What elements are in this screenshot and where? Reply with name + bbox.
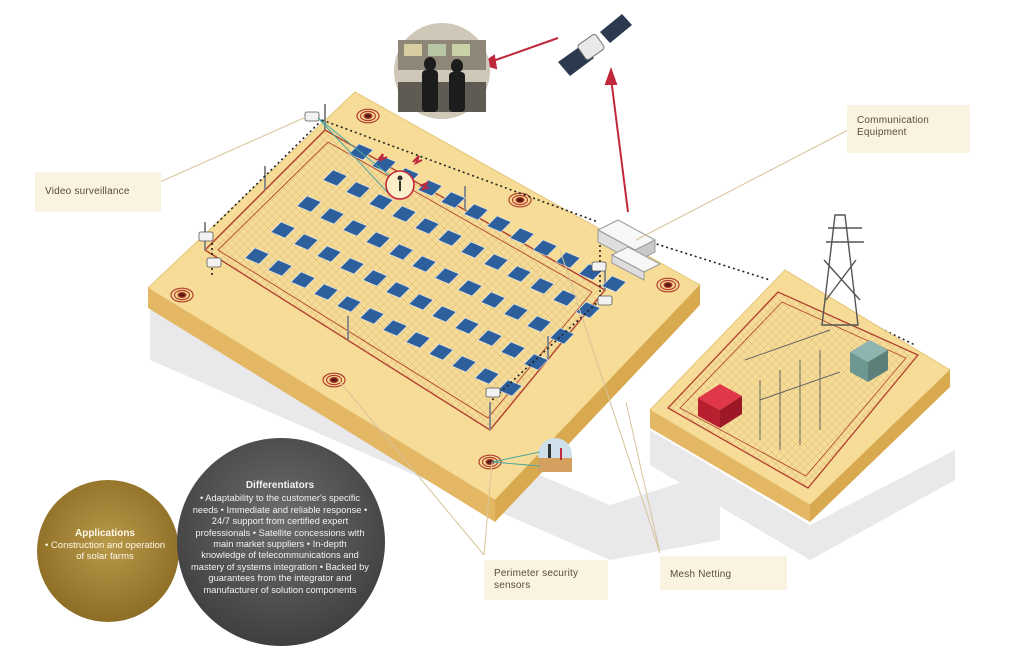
perimeter-sensor-icon — [656, 277, 680, 293]
solar-panel — [454, 317, 480, 335]
solar-panel-array — [244, 143, 627, 397]
camera-icon — [304, 111, 320, 122]
solar-panel — [270, 221, 296, 239]
solar-panel — [362, 269, 388, 287]
solar-panel — [463, 203, 489, 221]
solar-panel — [359, 307, 385, 325]
solar-panel — [500, 341, 526, 359]
sensor-link-lines — [491, 451, 541, 467]
substation-equipment — [698, 214, 888, 450]
solar-panel — [526, 315, 552, 333]
solar-panel — [244, 247, 270, 265]
solar-panel — [549, 327, 575, 345]
solar-panel — [523, 353, 549, 371]
solar-panel — [428, 343, 454, 361]
differentiators-body: • Adaptability to the customer's specifi… — [191, 493, 369, 595]
perimeter-sensor-group — [170, 108, 680, 470]
solar-panel — [319, 207, 345, 225]
solar-panel — [497, 379, 523, 397]
camera-icon — [485, 387, 501, 398]
control-room-image — [394, 23, 490, 119]
differentiators-circle — [177, 438, 385, 646]
callout-label: Perimeter security sensors — [494, 568, 579, 591]
satellite-icon — [558, 14, 632, 76]
callout-label: Video surveillance — [45, 186, 130, 197]
solar-panel — [509, 227, 535, 245]
solar-panel — [552, 289, 578, 307]
solar-panel — [601, 275, 627, 293]
solar-panel — [408, 293, 434, 311]
solar-panel — [290, 271, 316, 289]
solar-panel — [440, 191, 466, 209]
solar-panel — [529, 277, 555, 295]
solar-panel — [460, 241, 486, 259]
solar-panel — [405, 331, 431, 349]
solar-panel — [345, 181, 371, 199]
solar-panel — [391, 205, 417, 223]
solar-panel — [503, 303, 529, 321]
perimeter-sensor-icon — [322, 372, 346, 388]
differentiators-block: Differentiators • Adaptability to the cu… — [190, 480, 370, 596]
perimeter-sensor-icon — [356, 108, 380, 124]
callout-video-surveillance: Video surveillance — [35, 172, 161, 212]
solar-panel — [457, 279, 483, 297]
camera-view-lines — [317, 117, 396, 196]
applications-body: • Construction and operation of solar fa… — [44, 540, 166, 562]
solar-panel — [477, 329, 503, 347]
solar-panel — [267, 259, 293, 277]
solar-panel — [474, 367, 500, 385]
solar-panel — [342, 219, 368, 237]
solar-panel — [368, 193, 394, 211]
callout-perimeter-security-sensors: Perimeter security sensors — [484, 560, 608, 600]
camera-group — [198, 111, 613, 398]
callout-communication-equipment: Communication Equipment — [847, 105, 970, 153]
solar-panel — [382, 319, 408, 337]
solar-panel — [486, 215, 512, 233]
callout-label: Communication Equipment — [857, 115, 930, 138]
camera-icon — [198, 231, 214, 242]
differentiators-title: Differentiators — [245, 480, 315, 491]
camera-icon — [206, 257, 222, 268]
solar-panel — [316, 245, 342, 263]
solar-panel — [483, 253, 509, 271]
callout-mesh-netting: Mesh Netting — [660, 556, 787, 590]
solar-panel — [414, 217, 440, 235]
solar-panel — [437, 229, 463, 247]
intruder-alert-marker — [377, 153, 430, 200]
substation-platform-shadow — [650, 430, 955, 560]
solar-panel — [339, 257, 365, 275]
applications-circle — [37, 480, 179, 622]
solar-panel — [313, 283, 339, 301]
camera-icon — [591, 261, 607, 272]
solar-panel — [388, 243, 414, 261]
solar-panel — [411, 255, 437, 273]
solar-panel — [296, 195, 322, 213]
camera-icon — [597, 295, 613, 306]
solar-panel — [480, 291, 506, 309]
solar-panel — [336, 295, 362, 313]
callout-label: Mesh Netting — [670, 569, 732, 580]
solar-panel — [451, 355, 477, 373]
perimeter-sensor-image — [538, 438, 572, 472]
applications-block: Applications • Construction and operatio… — [40, 528, 170, 562]
perimeter-sensor-icon — [508, 192, 532, 208]
solar-panel — [434, 267, 460, 285]
solar-panel — [322, 169, 348, 187]
detection-zone-lines — [211, 119, 916, 401]
solar-panel — [506, 265, 532, 283]
solar-panel — [293, 233, 319, 251]
applications-title: Applications — [74, 528, 135, 539]
solar-panel — [431, 305, 457, 323]
solar-panel — [365, 231, 391, 249]
perimeter-sensor-icon — [170, 287, 194, 303]
solar-panel — [575, 301, 601, 319]
callout-leader-lines — [159, 116, 849, 556]
solar-panel — [385, 281, 411, 299]
communication-equipment-unit — [596, 219, 662, 281]
solar-panel — [532, 239, 558, 257]
